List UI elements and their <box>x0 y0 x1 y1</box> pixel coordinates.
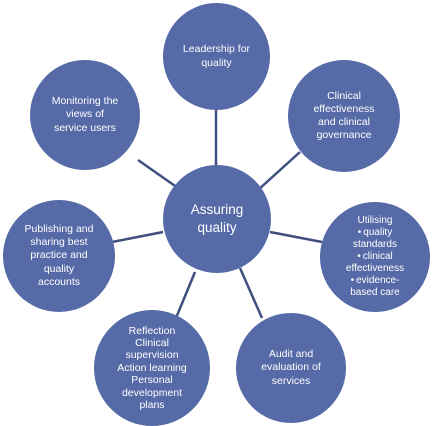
node-clinical-line-4: governance <box>316 129 372 142</box>
hub-line-2: quality <box>197 220 237 235</box>
connector-reflection <box>174 271 197 319</box>
node-publishing-line-4: quality <box>43 262 75 275</box>
node-utilising-heading: Utilising <box>357 215 393 226</box>
bullet-icon: • <box>357 251 361 262</box>
node-publishing: Publishing and sharing best practice and… <box>3 200 115 312</box>
node-reflection-line-4: Action learning <box>117 361 187 374</box>
node-reflection-line-7: plans <box>139 398 165 411</box>
node-publishing-line-1: Publishing and <box>24 223 94 236</box>
node-audit-line-1: Audit and <box>268 348 314 361</box>
connector-audit <box>238 267 264 319</box>
bullet-icon: • <box>357 227 362 238</box>
connector-publishing <box>111 230 164 244</box>
node-monitoring-line-1: Monitoring the <box>51 95 119 108</box>
node-clinical-line-2: effectiveness <box>313 102 375 115</box>
bullet-icon: • <box>350 275 355 286</box>
bullet-item-quality-standards: •quality <box>357 227 393 238</box>
node-monitoring: Monitoring the views of service users <box>30 60 140 170</box>
bullet-item-evidence-based: •evidence- <box>350 275 400 286</box>
node-utilising: Utilising •quality standards •clinical e… <box>320 202 430 312</box>
node-reflection-line-2: Clinical <box>135 337 169 350</box>
connector-monitoring <box>137 158 179 190</box>
connector-clinical <box>257 151 301 191</box>
node-leadership-line-1: Leadership for <box>182 43 251 56</box>
node-reflection-line-6: development <box>121 386 183 399</box>
bullet-item-clinical-effectiveness: •clinical <box>357 251 393 262</box>
bullet-item-clinical-effectiveness-cont: effectiveness <box>345 263 405 274</box>
node-reflection-line-5: Personal <box>131 374 173 387</box>
bullet-item-quality-standards-cont: standards <box>353 239 397 250</box>
node-publishing-line-2: sharing best <box>30 236 88 249</box>
node-leadership-line-2: quality <box>201 56 232 69</box>
node-reflection: Reflection Clinical supervision Action l… <box>94 310 210 426</box>
node-audit-line-2: evaluation of <box>261 361 321 374</box>
node-clinical-line-3: and clinical <box>318 116 370 128</box>
node-monitoring-line-2: views of <box>66 108 104 121</box>
node-audit: Audit and evaluation of services <box>236 313 346 423</box>
node-reflection-line-1: Reflection <box>128 324 176 337</box>
node-audit-line-3: services <box>271 374 311 387</box>
node-leadership: Leadership for quality <box>163 3 270 110</box>
node-monitoring-line-3: service users <box>54 121 116 134</box>
node-publishing-line-5: accounts <box>37 275 81 288</box>
node-publishing-line-3: practice and <box>30 249 88 262</box>
hub-line-1: Assuring <box>190 202 244 218</box>
node-reflection-line-3: supervision <box>125 349 179 362</box>
node-clinical-governance: Clinical effectiveness and clinical gove… <box>288 60 400 172</box>
hub-assuring-quality: Assuring quality <box>163 165 271 273</box>
node-clinical-line-1: Clinical <box>327 89 361 102</box>
bullet-item-evidence-based-cont: based care <box>350 287 400 298</box>
connector-utilising <box>269 230 323 244</box>
